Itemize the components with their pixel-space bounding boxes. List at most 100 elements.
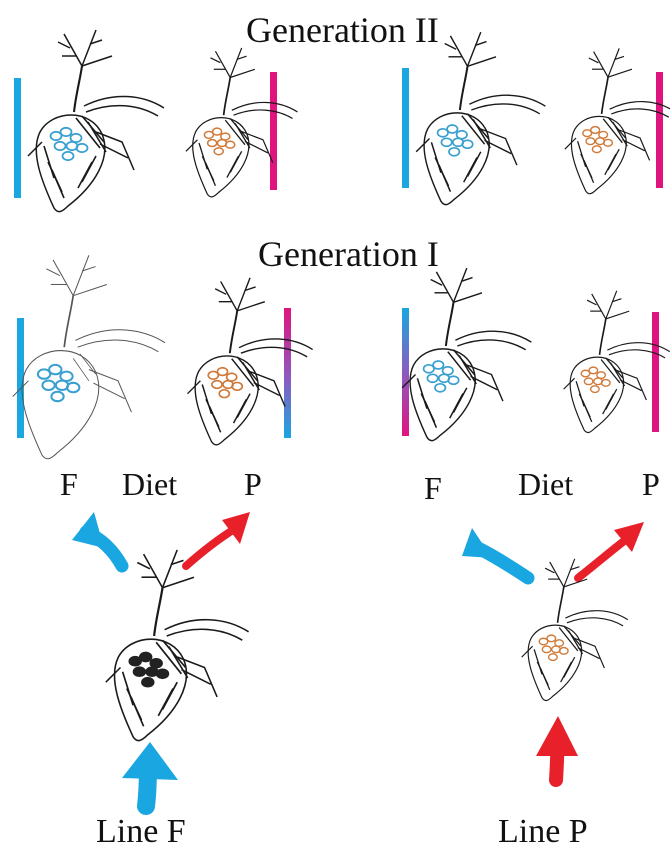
wing-line [75, 330, 165, 352]
egg-mark [212, 381, 222, 389]
diet-arrow-left-p-icon [186, 512, 250, 566]
wing-line [469, 95, 545, 114]
leg-line [522, 646, 533, 657]
antenna-line [592, 294, 606, 319]
antenna-line [237, 278, 250, 311]
egg-mark [604, 139, 613, 146]
diet-arrow-right-p-icon [578, 522, 644, 578]
egg-mark [427, 374, 437, 382]
hatch-stroke [44, 146, 54, 178]
insect-g1-c-icon [402, 268, 531, 441]
leg-line [28, 142, 42, 156]
antenna-line [564, 559, 575, 587]
leg-line [564, 378, 575, 389]
insect-g2-b-icon [186, 48, 298, 197]
antenna-line [82, 30, 96, 66]
egg-mark [61, 128, 72, 136]
antenna-line [454, 268, 467, 302]
antenna-line [230, 69, 255, 77]
antenna-line [237, 302, 265, 311]
wing-line [232, 102, 298, 118]
hatch-stroke [425, 401, 436, 428]
antenna-line [82, 56, 112, 66]
hatch-stroke [534, 649, 542, 674]
egg-mark [542, 646, 551, 653]
egg-mark [447, 125, 457, 133]
insect-g2-d-icon [565, 48, 670, 193]
thorax-line [74, 66, 82, 112]
hatch-stroke [439, 165, 450, 192]
insect-g2-a-icon [28, 30, 164, 212]
insect-line-f-icon [106, 550, 249, 741]
egg-mark [49, 365, 61, 374]
hatch-stroke [202, 384, 211, 413]
hatch-stroke [52, 170, 64, 198]
egg-mark [547, 635, 556, 642]
antenna-line [64, 34, 82, 66]
host-bar-gradient-g1-a [284, 308, 291, 438]
wing-line [455, 331, 531, 350]
antenna-line [163, 577, 195, 588]
antenna-line [606, 291, 617, 319]
antenna-line [550, 562, 564, 587]
hatch-stroke [582, 400, 591, 422]
hatch-stroke [199, 143, 207, 169]
hatch-stroke [576, 381, 584, 406]
egg-mark [560, 648, 569, 655]
insect-g1-a-icon [13, 255, 165, 458]
hatch-stroke [584, 160, 594, 182]
thorax-line [154, 588, 162, 636]
thorax-line [224, 77, 231, 115]
egg-mark [219, 390, 229, 398]
hatch-stroke [206, 163, 216, 186]
antenna-line [221, 281, 238, 310]
egg-mark [208, 140, 217, 147]
hatch-stroke [131, 697, 144, 726]
leg-line [186, 140, 197, 151]
thorax-line [600, 319, 606, 355]
wing-line [165, 620, 249, 641]
egg-mark [462, 140, 472, 148]
host-bar-pink-g2-a [270, 72, 277, 190]
egg-mark [584, 378, 593, 385]
egg-mark [63, 152, 74, 160]
egg-mark [441, 138, 451, 146]
antenna-line [73, 284, 107, 295]
antenna-line [163, 550, 178, 588]
egg-mark [157, 669, 169, 678]
egg-mark [134, 667, 146, 676]
insect-g1-b-icon [188, 278, 313, 445]
egg-mark [51, 392, 63, 401]
leg-line [416, 139, 429, 152]
egg-mark [592, 146, 601, 153]
egg-mark [42, 381, 54, 390]
host-bar-blue-g2-a [14, 78, 21, 198]
antenna-line [450, 36, 467, 66]
egg-mark [433, 361, 443, 369]
egg-mark [214, 148, 223, 155]
wing-line [84, 96, 164, 116]
egg-mark [586, 138, 595, 145]
egg-mark [77, 144, 88, 152]
thorax-line [558, 587, 564, 623]
wing-line [607, 343, 669, 358]
thorax-line [602, 77, 608, 114]
hatch-stroke [123, 672, 134, 706]
antenna-line [230, 48, 241, 78]
antenna-line [73, 255, 89, 295]
hatch-stroke [417, 378, 427, 408]
antenna-line [468, 32, 481, 66]
antenna-line [594, 52, 608, 78]
egg-mark [232, 382, 242, 390]
antenna-line [46, 269, 59, 276]
egg-mark [55, 142, 66, 150]
leg-line [565, 138, 576, 149]
thorax-line [460, 66, 468, 110]
wing-line [239, 339, 313, 357]
egg-mark [549, 654, 558, 661]
antenna-line [608, 69, 632, 77]
hatch-stroke [210, 407, 221, 433]
egg-mark [591, 127, 600, 134]
egg-mark [67, 383, 79, 392]
